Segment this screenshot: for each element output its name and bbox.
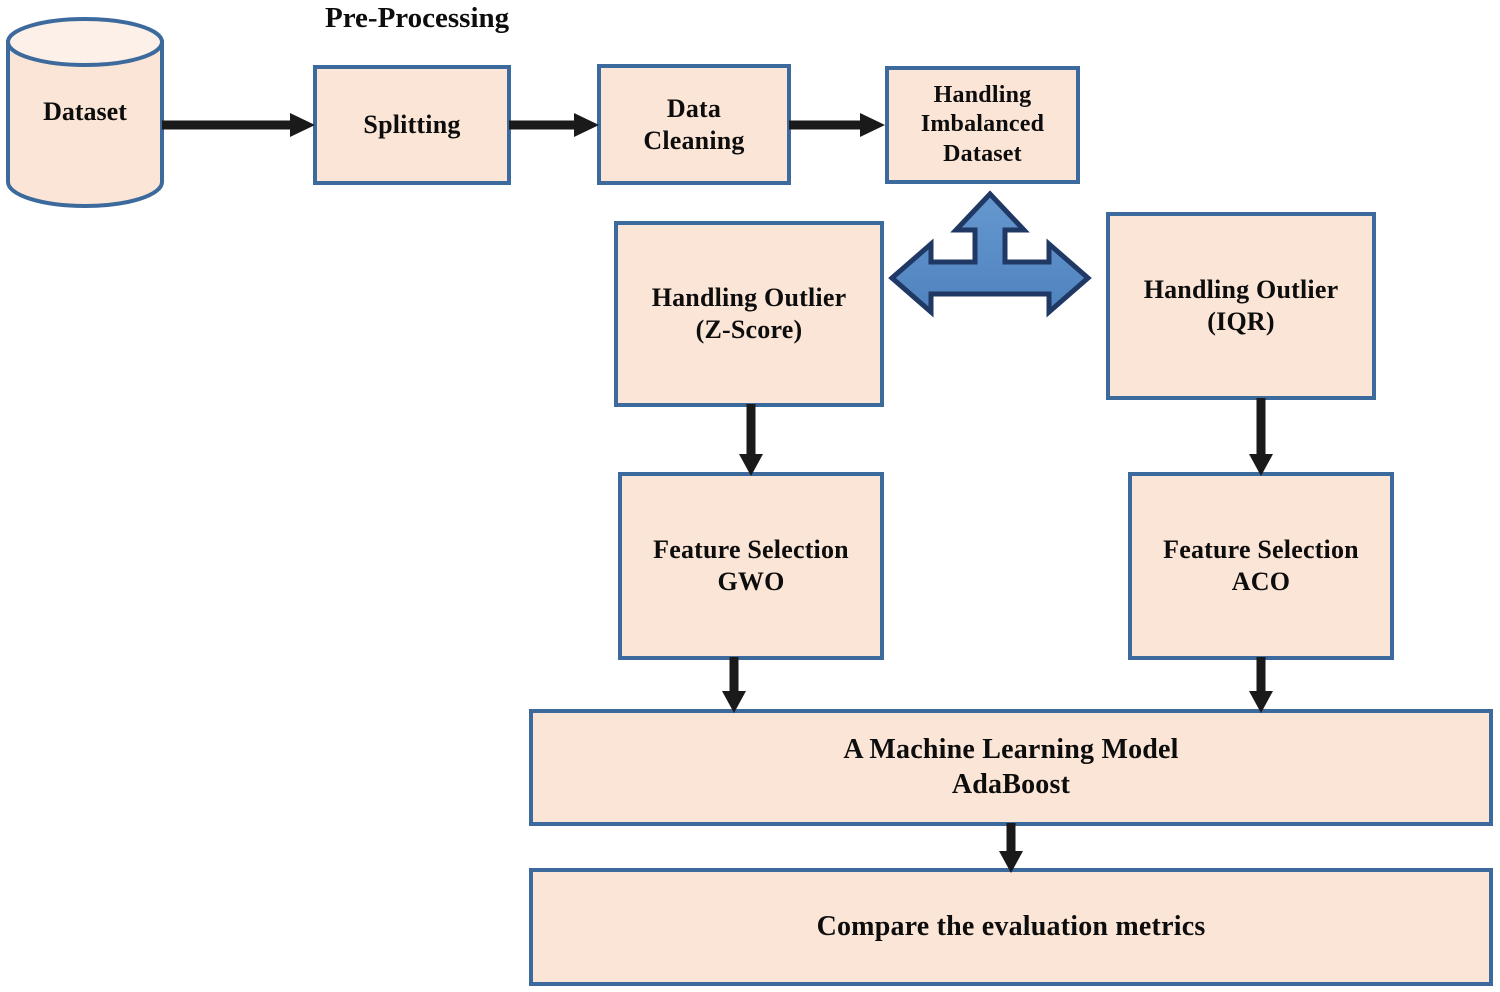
node-feature-selection-gwo-line1: Feature Selection	[653, 535, 849, 565]
arrow-right-icon	[789, 113, 885, 137]
node-feature-selection-aco-line1: Feature Selection	[1163, 535, 1359, 565]
node-handling-imbalanced-dataset: Handling Imbalanced Dataset	[885, 66, 1080, 184]
connector-splitting-to-data-cleaning	[509, 108, 601, 142]
node-ml-model: A Machine Learning Model AdaBoost	[529, 709, 1493, 826]
arrow-down-icon	[1249, 657, 1273, 713]
connector-gwo-to-ml-model	[717, 657, 751, 715]
connector-aco-to-ml-model	[1244, 657, 1278, 715]
node-outlier-iqr-line1: Handling Outlier	[1143, 275, 1339, 305]
node-feature-selection-aco-line2: ACO	[1231, 567, 1291, 596]
arrow-down-icon	[999, 823, 1023, 873]
connector-dataset-to-splitting	[162, 108, 317, 142]
connector-iqr-to-aco	[1244, 398, 1278, 478]
node-compare-label: Compare the evaluation metrics	[816, 910, 1206, 942]
node-outlier-iqr-line2: (IQR)	[1207, 307, 1275, 336]
node-handling-imbalanced-line3: Dataset	[943, 140, 1022, 167]
arrow-right-icon	[509, 113, 599, 137]
connector-zscore-to-gwo	[734, 404, 768, 478]
node-data-cleaning: Data Cleaning	[597, 64, 791, 185]
node-feature-selection-gwo: Feature Selection GWO	[618, 472, 884, 660]
node-compare-evaluation-metrics: Compare the evaluation metrics	[529, 868, 1493, 986]
connector-three-way-blue-arrow	[888, 190, 1092, 340]
node-data-cleaning-line2: Cleaning	[643, 125, 745, 155]
node-feature-selection-gwo-line2: GWO	[717, 567, 785, 596]
three-way-arrow-icon	[888, 190, 1092, 318]
node-ml-model-line1: A Machine Learning Model	[843, 734, 1179, 766]
node-handling-imbalanced-line1: Handling	[933, 82, 1032, 109]
connector-ml-model-to-compare	[994, 823, 1028, 875]
node-outlier-zscore-line1: Handling Outlier	[651, 283, 847, 313]
arrow-down-icon	[722, 657, 746, 713]
node-ml-model-line2: AdaBoost	[951, 768, 1071, 800]
node-splitting: Splitting	[313, 65, 511, 185]
node-splitting-label: Splitting	[363, 110, 461, 140]
arrow-right-icon	[162, 113, 315, 137]
node-feature-selection-aco: Feature Selection ACO	[1128, 472, 1394, 660]
page-title: Pre-Processing	[325, 2, 510, 34]
node-handling-outlier-zscore: Handling Outlier (Z-Score)	[614, 221, 884, 407]
node-dataset: Dataset	[4, 16, 166, 208]
node-outlier-zscore-line2: (Z-Score)	[695, 315, 803, 344]
connector-data-cleaning-to-handling-imbalanced	[789, 108, 889, 142]
node-handling-outlier-iqr: Handling Outlier (IQR)	[1106, 212, 1376, 400]
arrow-down-icon	[1249, 398, 1273, 476]
arrow-down-icon	[739, 404, 763, 476]
node-data-cleaning-line1: Data	[666, 93, 722, 123]
node-handling-imbalanced-line2: Imbalanced	[920, 111, 1045, 138]
cylinder-shape	[6, 17, 164, 208]
